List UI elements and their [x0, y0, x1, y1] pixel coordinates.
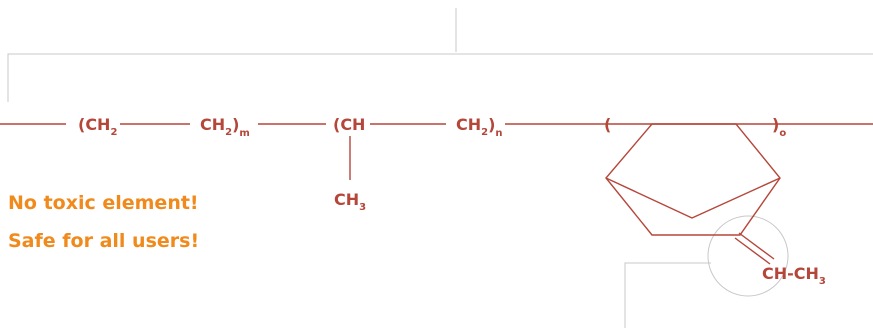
ch2-n-label: CH2)n [456, 115, 503, 139]
ch-open-label: (CH [333, 115, 365, 134]
ch2-open-label: (CH2 [78, 115, 117, 138]
callout-no-toxic: No toxic element! [8, 192, 199, 214]
double-bond-line-2 [738, 232, 775, 260]
guide-bracket-bottom [624, 262, 711, 328]
ring-open-paren: ( [604, 115, 611, 134]
methyl-label: CH3 [334, 190, 366, 213]
guide-lines [7, 8, 873, 328]
guide-bracket-top [7, 53, 873, 102]
ring-bridge [605, 177, 781, 219]
ring-outline [605, 123, 781, 236]
ring-close-paren: )o [772, 115, 786, 139]
bicyclic-ring [605, 123, 781, 265]
ethylidene-label: CH-CH3 [762, 264, 826, 287]
guide-highlight-circle [707, 215, 789, 297]
ch2-close-label: CH2)m [200, 115, 250, 139]
double-bond-line-1 [734, 237, 771, 265]
callout-safe-users: Safe for all users! [8, 230, 200, 252]
chemical-labels: (CH2 CH2)m (CH CH2)n CH3 ( )o CH-CH3 [78, 115, 826, 287]
